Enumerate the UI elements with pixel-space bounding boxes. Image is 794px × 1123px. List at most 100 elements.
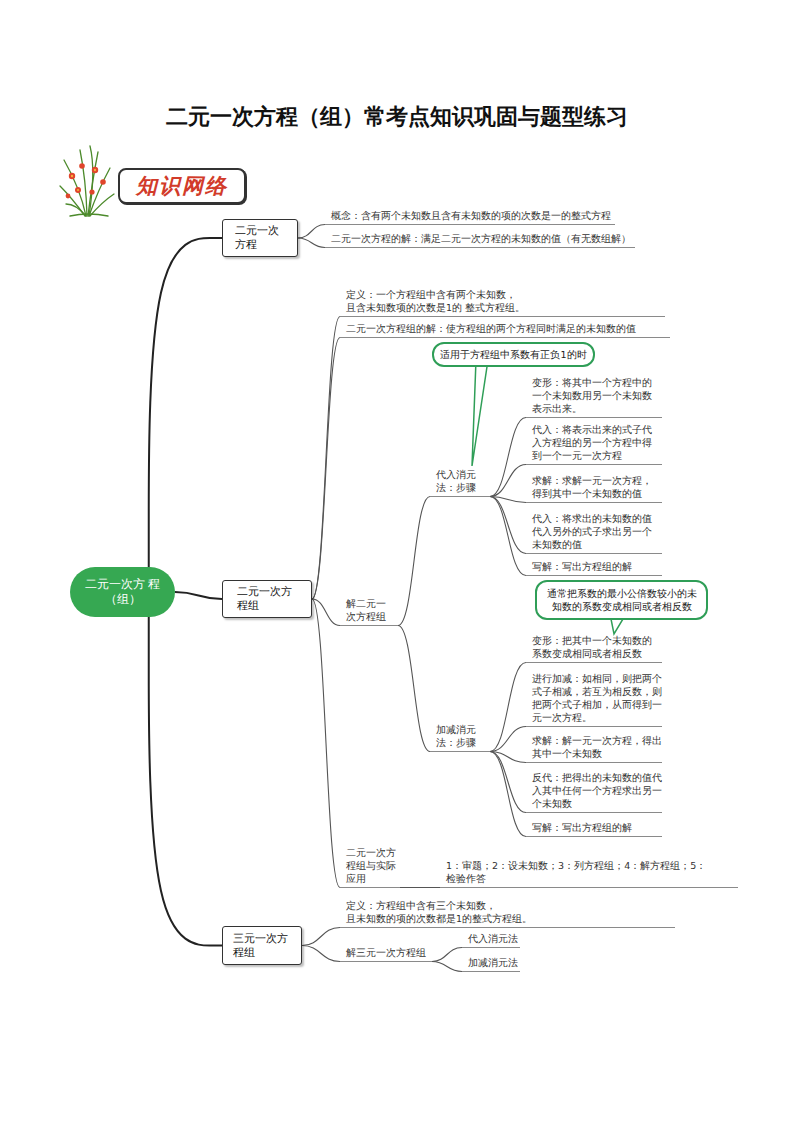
connector-line — [432, 948, 462, 962]
node-text: 定义：一个方程组中含有两个未知数，且含未知数项的次数是1的 整式方程组。 — [346, 288, 621, 314]
branch-box: 三元一次方 程组 — [222, 926, 302, 965]
node-text: 反代：把得出的未知数的值代 入其中任何一个方程求出另一 个未知数 — [532, 771, 662, 810]
connector-line — [490, 663, 526, 752]
connector-line — [432, 962, 462, 972]
node-text: 1：审题；2：设未知数；3：列方程组；4：解方程组；5：检验作答 — [446, 859, 738, 885]
flower — [79, 163, 85, 169]
connector-line — [490, 752, 526, 837]
leaf-topic: 进行加减：如相同，则把两个 式子相减，若互为相反数，则 把两个式子相加，从而得到… — [526, 672, 662, 727]
node-text: 二元一次方 程组 — [237, 585, 297, 613]
branch-box: 二元一次方 程组 — [222, 580, 312, 618]
connector-line — [400, 887, 440, 888]
connector-line — [312, 317, 340, 600]
grass-blade — [80, 150, 87, 216]
leaf-topic: 定义：一个方程组中含有两个未知数，且含未知数项的次数是1的 整式方程组。 — [340, 288, 665, 317]
flower-dot — [77, 189, 79, 191]
connector-line — [398, 626, 430, 752]
connector-line — [312, 338, 340, 600]
flower-cluster — [66, 163, 106, 198]
flower — [66, 194, 71, 199]
logo-box: 知识网络 — [118, 168, 246, 204]
flower — [89, 189, 94, 194]
connector-line — [490, 497, 526, 554]
node-text: 加减消元 法：步骤 — [436, 723, 482, 749]
grass-blade — [89, 146, 93, 216]
leaf-topic: 二元一次方 程组与实际 应用 — [340, 846, 400, 888]
node-text: 解三元一次方程组 — [346, 946, 432, 959]
node-text: 写解：写出方程组的解 — [532, 821, 662, 834]
leaf-topic: 代入消元法 — [462, 932, 520, 948]
node-text: 写解：写出方程组的解 — [532, 560, 662, 573]
node-text: 代入消元 法：步骤 — [436, 468, 482, 494]
node-text: 适用于方程组中系数有正负1的时 — [440, 348, 586, 361]
leaf-topic: 代入：将求出的未知数的值 代入另外的式子求出另一个 未知数的值 — [526, 512, 662, 554]
leaf-topic: 解三元一次方程组 — [340, 946, 432, 962]
node-text: 变形：把其中一个未知数的 系数变成相同或者相反数 — [532, 634, 662, 660]
plant-illustration — [60, 146, 114, 216]
connector-line — [302, 928, 340, 946]
node-text: 变形：将其中一个方程中的 一个未知数用另一个未知数 表示出来。 — [532, 376, 662, 415]
callout-bubble: 通常把系数的最小公倍数较小的未 知数的系数变成相同或者相反数 — [535, 580, 708, 620]
leaf-topic: 写解：写出方程组的解 — [526, 821, 662, 837]
connector-line — [312, 599, 340, 626]
node-text: 二元一次 方程 — [235, 224, 285, 252]
grass-blade — [60, 186, 85, 216]
node-text: 加减消元法 — [468, 956, 520, 969]
node-text: 二元一次方 程组与实际 应用 — [346, 846, 396, 885]
leaf-topic: 1：审题；2：设未知数；3：列方程组；4：解方程组；5：检验作答 — [440, 859, 738, 888]
leaf-topic: 二元一次方程组的解：使方程组的两个方程同时满足的未知数的值 — [340, 322, 670, 338]
branch-box: 二元一次 方程 — [222, 219, 298, 257]
leaf-topic: 加减消元法 — [462, 956, 520, 972]
connector-line — [149, 617, 222, 946]
callout-bubble: 适用于方程组中系数有正负1的时 — [432, 342, 595, 367]
connector-line — [490, 497, 526, 576]
node-text: 定义：方程组中含有三个未知数，且未知数的项的次数都是1的整式方程组。 — [346, 899, 675, 925]
flower-center — [71, 169, 96, 191]
flower — [100, 179, 106, 185]
connector-line — [490, 418, 526, 497]
grass-blade — [64, 160, 86, 216]
connector-line — [298, 225, 325, 239]
leaf-topic: 求解：解一元一次方程，得出 其中一个未知数 — [526, 734, 662, 763]
leaf-topic: 解二元一 次方程组 — [340, 597, 398, 626]
node-text: 二元一次方程的解：满足二元一次方程的未知数的值（有无数组解） — [331, 232, 635, 245]
node-text: 代入消元法 — [468, 932, 520, 945]
leaf-topic: 求解：求解一元一次方程， 得到其中一个未知数的值 — [526, 474, 662, 503]
node-text: 知识网络 — [136, 172, 228, 200]
connector-line — [302, 946, 340, 962]
leaf-topic: 变形：把其中一个未知数的 系数变成相同或者相反数 — [526, 634, 662, 663]
node-text: 求解：求解一元一次方程， 得到其中一个未知数的值 — [532, 474, 662, 500]
connector-line — [312, 599, 340, 888]
node-text: 进行加减：如相同，则把两个 式子相减，若互为相反数，则 把两个式子相加，从而得到… — [532, 672, 662, 724]
connector-line — [490, 727, 526, 752]
node-text: 解二元一 次方程组 — [346, 597, 392, 623]
node-text: 通常把系数的最小公倍数较小的未 知数的系数变成相同或者相反数 — [545, 587, 698, 613]
node-text: 代入：将表示出来的式子代 入方程组的另一个方程中得 到一个一元一次方程 — [532, 423, 662, 462]
flower — [92, 167, 98, 173]
flower-dot — [94, 169, 96, 171]
grass-blade — [90, 194, 114, 216]
node-text: 二元一次方程组的解：使方程组的两个方程同时满足的未知数的值 — [346, 322, 670, 335]
node-text: 二元一次方 程（组） — [78, 577, 167, 607]
connector-line — [490, 752, 526, 813]
callout-tail — [472, 360, 488, 466]
grass-ground — [70, 214, 108, 216]
flower — [75, 187, 81, 193]
leaf-topic: 写解：写出方程组的解 — [526, 560, 662, 576]
root-topic: 二元一次方 程（组） — [70, 567, 175, 617]
leaf-topic: 代入消元 法：步骤 — [430, 468, 490, 497]
node-text: 三元一次方 程组 — [233, 932, 291, 960]
leaf-topic: 二元一次方程的解：满足二元一次方程的未知数的值（有无数组解） — [325, 232, 635, 248]
node-text: 求解：解一元一次方程，得出 其中一个未知数 — [532, 734, 662, 760]
flower-dot — [71, 175, 73, 177]
connector-line — [298, 238, 325, 248]
leaf-topic: 定义：方程组中含有三个未知数，且未知数的项的次数都是1的整式方程组。 — [340, 899, 675, 928]
leaf-topic: 反代：把得出的未知数的值代 入其中任何一个方程求出另一 个未知数 — [526, 771, 662, 813]
leaf-topic: 代入：将表示出来的式子代 入方程组的另一个方程中得 到一个一元一次方程 — [526, 423, 662, 465]
node-text: 代入：将求出的未知数的值 代入另外的式子求出另一个 未知数的值 — [532, 512, 662, 551]
connector-line — [398, 497, 430, 626]
connector-line — [149, 238, 222, 567]
leaf-topic: 变形：将其中一个方程中的 一个未知数用另一个未知数 表示出来。 — [526, 376, 662, 418]
page-title: 二元一次方程（组）常考点知识巩固与题型练习 — [0, 102, 794, 132]
